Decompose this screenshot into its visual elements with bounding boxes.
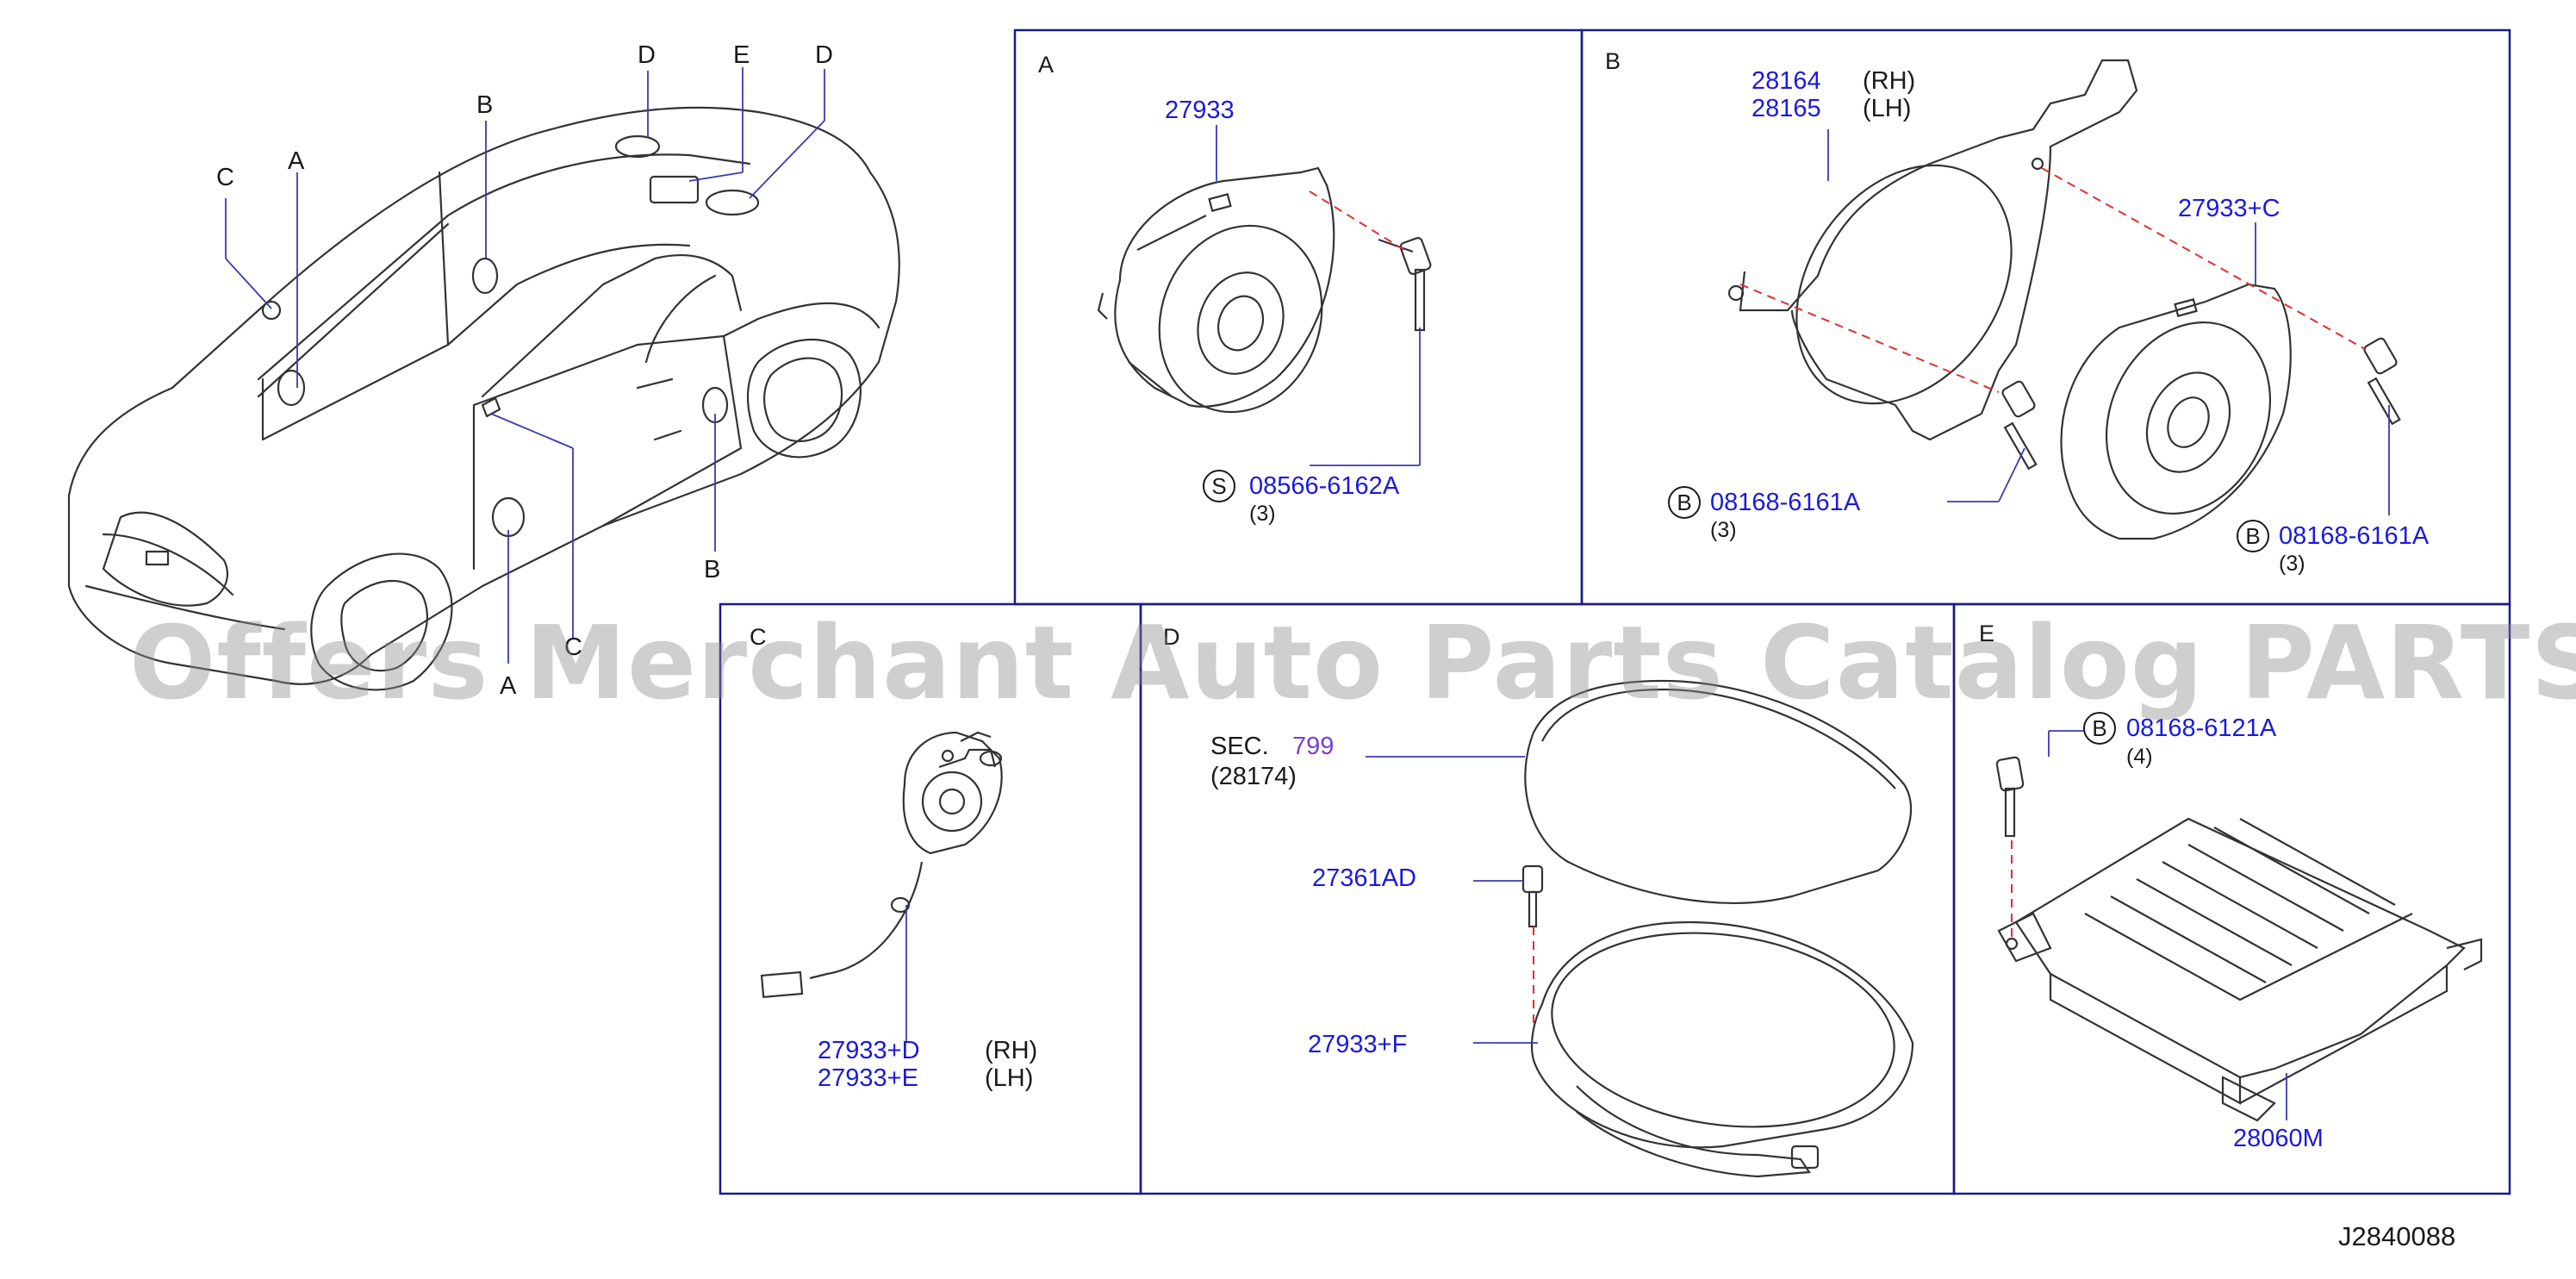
panel-b-leaders bbox=[1827, 129, 2390, 515]
panel-e-leaders bbox=[2048, 730, 2287, 1120]
panel-a-bolt-symbol: S bbox=[1203, 470, 1235, 502]
panel-c-tweeter bbox=[760, 731, 1003, 999]
car-callout-e: E bbox=[733, 41, 750, 69]
panel-b-bolt2-symbol: B bbox=[2237, 520, 2269, 552]
panel-b-bracket-rh[interactable]: 28164 bbox=[1752, 67, 1821, 95]
car-illustration bbox=[67, 106, 900, 691]
panel-a-part-number[interactable]: 27933 bbox=[1165, 97, 1235, 124]
panel-a-bolt-qty: (3) bbox=[1249, 502, 1276, 526]
car-callout-a-top: A bbox=[288, 147, 305, 175]
panel-d-sec-number[interactable]: 799 bbox=[1292, 733, 1335, 760]
panel-e-frame bbox=[1952, 602, 2511, 1195]
panel-e-letter: E bbox=[1979, 621, 1995, 646]
panel-a-dashed bbox=[1309, 190, 1405, 251]
panel-b-bracket bbox=[1727, 59, 2138, 441]
panel-e-bolt-part-number[interactable]: 08168-6121A bbox=[2126, 714, 2277, 742]
panel-d-letter: D bbox=[1163, 624, 1180, 650]
panel-c-letter: C bbox=[750, 624, 767, 650]
panel-a-speaker bbox=[1097, 166, 1432, 414]
panel-a-bolt-part-number[interactable]: 08566-6162A bbox=[1249, 472, 1400, 500]
panel-b-bolt1-qty: (3) bbox=[1710, 518, 1737, 542]
panel-e-bolt-qty: (4) bbox=[2126, 745, 2153, 769]
panel-d-sec-sub: (28174) bbox=[1210, 763, 1297, 790]
panel-b-bolt1-part-number[interactable]: 08168-6161A bbox=[1710, 489, 1861, 516]
panel-b-bolt2-part-number[interactable]: 08168-6161A bbox=[2279, 522, 2430, 550]
panel-b-letter: B bbox=[1605, 48, 1621, 74]
diagram-id: J2840088 bbox=[2338, 1221, 2456, 1251]
car-leader-lines bbox=[225, 67, 825, 664]
panel-c-tweeter-lh-side: (LH) bbox=[985, 1064, 1034, 1092]
panel-c-tweeter-rh-side: (RH) bbox=[985, 1037, 1038, 1064]
panel-d-clip-part[interactable]: 27361AD bbox=[1312, 864, 1416, 892]
panel-a-letter: A bbox=[1038, 52, 1055, 78]
car-callout-d-left: D bbox=[638, 41, 656, 69]
panel-d-sec-prefix: SEC. bbox=[1210, 733, 1269, 760]
panel-b-bracket-lh-side: (LH) bbox=[1863, 95, 1912, 122]
panel-c-tweeter-rh[interactable]: 27933+D bbox=[818, 1037, 920, 1064]
panel-b-speaker bbox=[2001, 283, 2401, 540]
car-callout-d-right: D bbox=[815, 41, 833, 69]
panel-b-bracket-rh-side: (RH) bbox=[1863, 67, 1916, 95]
panel-a-leaders bbox=[1216, 125, 1421, 466]
panel-e-bolt-symbol: B bbox=[2083, 712, 2116, 745]
panel-e-amplifier bbox=[1995, 756, 2483, 1122]
panel-d-leaders bbox=[1366, 756, 1538, 1044]
panel-b-bolt2-qty: (3) bbox=[2279, 552, 2305, 576]
panel-e-amplifier-part[interactable]: 28060M bbox=[2233, 1125, 2324, 1152]
panel-d-speaker-part[interactable]: 27933+F bbox=[1308, 1031, 1408, 1058]
panel-b-dashed bbox=[1739, 167, 2366, 393]
car-callout-c-bottom: C bbox=[564, 633, 582, 661]
car-callout-a-bottom: A bbox=[500, 672, 517, 700]
panel-a-frame bbox=[1013, 28, 1584, 606]
car-callout-b-bottom: B bbox=[704, 556, 721, 583]
panel-d-speaker bbox=[1521, 679, 1914, 1178]
panel-b-bracket-lh[interactable]: 28165 bbox=[1752, 95, 1821, 122]
car-callout-b-top: B bbox=[476, 91, 494, 119]
panel-c-tweeter-lh[interactable]: 27933+E bbox=[818, 1064, 918, 1092]
panel-frames bbox=[719, 28, 2511, 1195]
panel-b-bolt1-symbol: B bbox=[1668, 486, 1701, 519]
car-callout-c-top: C bbox=[216, 164, 234, 191]
watermark-text: Offers Merchant Auto Parts Catalog PARTS… bbox=[129, 603, 2576, 722]
panel-b-speaker-part[interactable]: 27933+C bbox=[2178, 195, 2280, 222]
